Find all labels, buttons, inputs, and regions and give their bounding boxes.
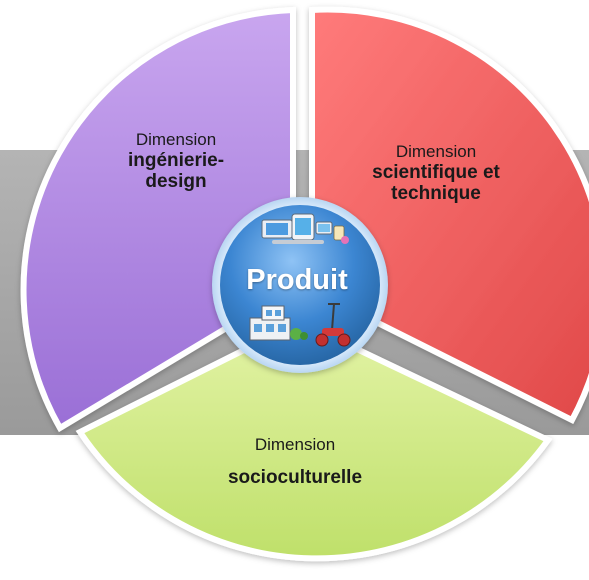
- label-right-line3: technique: [391, 183, 481, 205]
- label-bottom-line2: socioculturelle: [227, 466, 363, 488]
- segment-socioculturelle: [75, 318, 553, 562]
- hoverboard-icon: [315, 303, 351, 347]
- label-left-line3: design: [145, 171, 207, 193]
- center-title: Produit: [246, 264, 348, 296]
- devices-icon: [261, 213, 349, 244]
- label-right-line2: scientifique et: [372, 161, 500, 183]
- label-bottom-line1: Dimension: [254, 435, 336, 454]
- label-left-line2: ingénierie-: [127, 149, 225, 171]
- label-right-line1: Dimension: [395, 142, 477, 161]
- label-socioculturelle: Dimension socioculturelle: [200, 435, 390, 488]
- label-ingenierie-design: Dimension ingénierie- design: [96, 130, 256, 193]
- label-left-line1: Dimension: [135, 130, 217, 149]
- label-scientifique-technique: Dimension scientifique et technique: [336, 142, 536, 205]
- building-icon: [249, 305, 308, 341]
